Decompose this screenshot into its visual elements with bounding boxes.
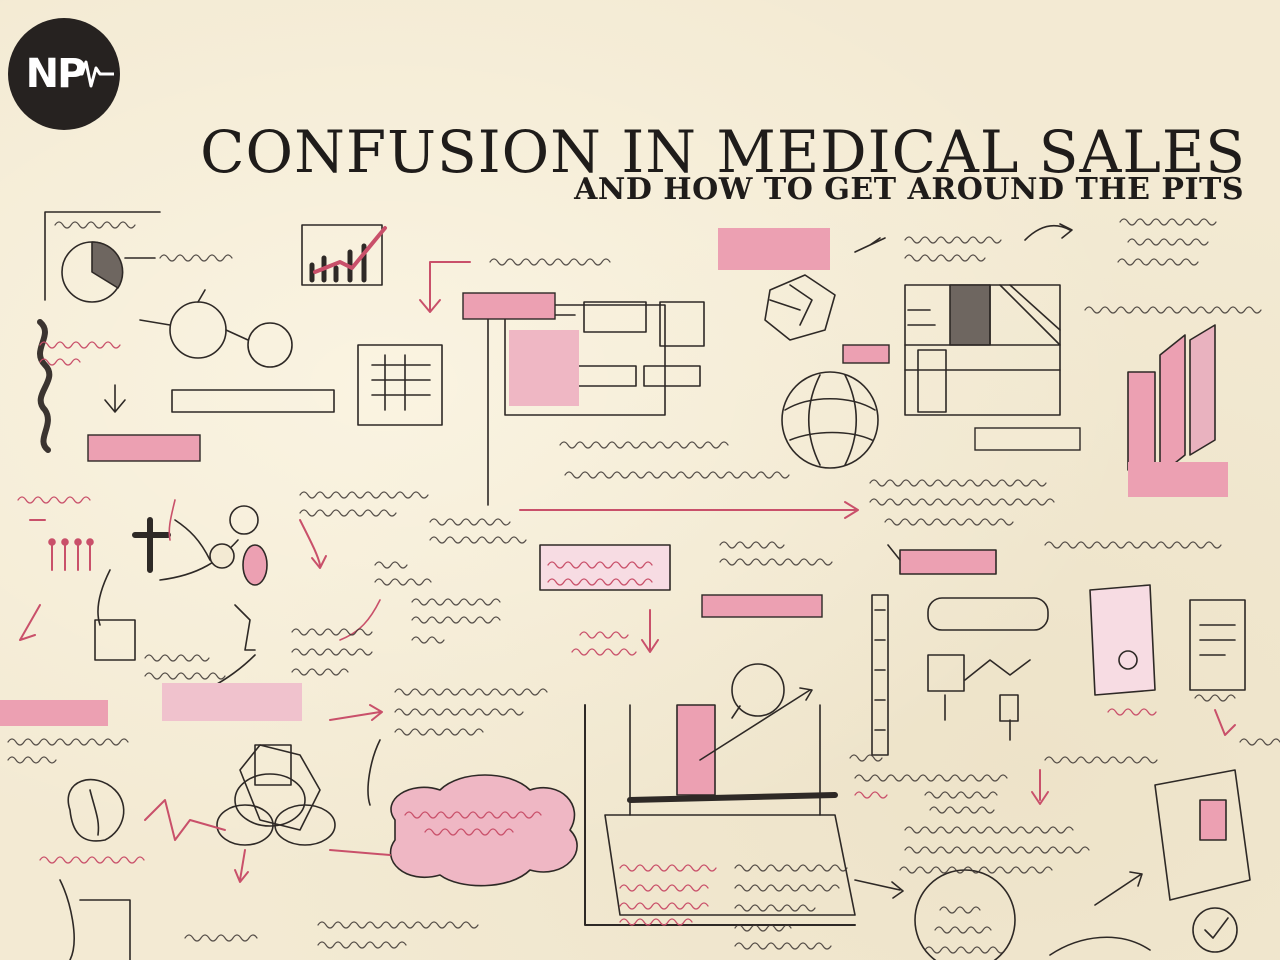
brand-logo: NP (8, 18, 120, 130)
page-title: CONFUSION IN MEDICAL SALES (200, 117, 1246, 186)
page-subtitle: AND HOW TO GET AROUND THE PITS (574, 171, 1244, 207)
heartbeat-line-icon (74, 60, 114, 88)
